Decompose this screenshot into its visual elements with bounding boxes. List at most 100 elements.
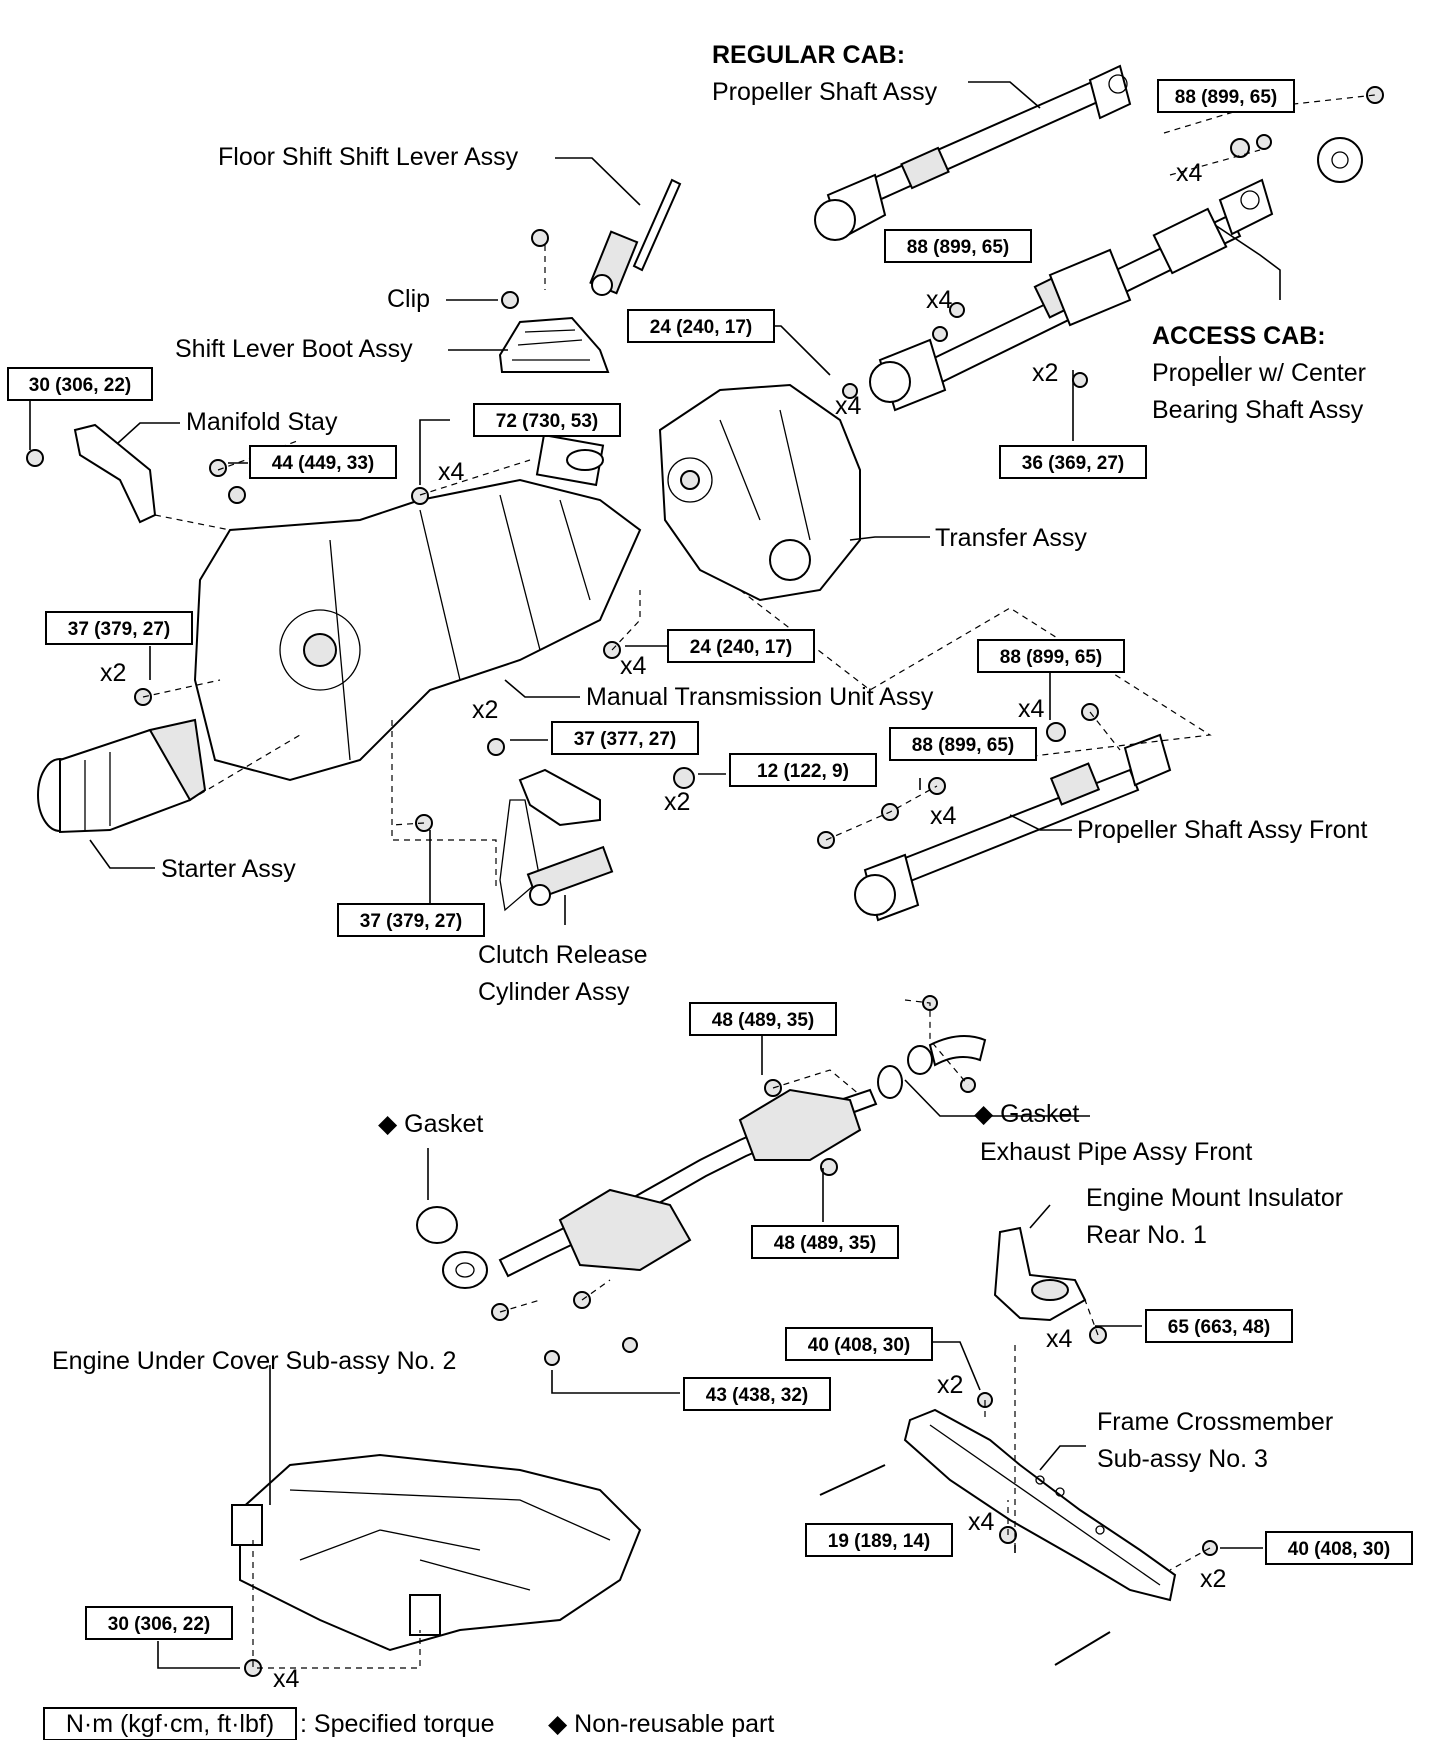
- floor-shift-lever: [589, 178, 682, 296]
- floor-shift-lever-label: Floor Shift Shift Lever Assy: [218, 143, 519, 171]
- legend: N·m (kgf·cm, ft·lbf) : Specified torque …: [43, 1707, 774, 1740]
- clip-label: Clip: [387, 285, 430, 313]
- torque-box: 24 (240, 17): [667, 629, 815, 663]
- frame-crossmember-part: [819, 1408, 1177, 1666]
- manifold-stay-label: Manifold Stay: [186, 408, 338, 436]
- torque-box: 44 (449, 33): [249, 445, 397, 479]
- torque-box: 88 (899, 65): [884, 229, 1032, 263]
- torque-value: 44 (449, 33): [272, 453, 374, 474]
- assembly-dashed-lines: [142, 94, 1376, 1669]
- torque-value: 43 (438, 32): [706, 1385, 808, 1406]
- torque-value: 72 (730, 53): [496, 411, 598, 432]
- quantity-label: x2: [1032, 359, 1058, 387]
- torque-box: 37 (377, 27): [551, 721, 699, 755]
- torque-value: 30 (306, 22): [29, 375, 131, 396]
- torque-value: 48 (489, 35): [774, 1233, 876, 1254]
- torque-box: 30 (306, 22): [85, 1606, 233, 1640]
- manifold-stay-part: [73, 423, 157, 524]
- torque-box: 88 (899, 65): [889, 727, 1037, 761]
- engine-mount-line1: Engine Mount Insulator: [1086, 1184, 1343, 1212]
- torque-box: 37 (379, 27): [45, 611, 193, 645]
- quantity-label: x4: [1176, 159, 1203, 187]
- frame-crossmember-line1: Frame Crossmember: [1097, 1408, 1333, 1436]
- regular-cab-propeller-shaft: [814, 64, 1132, 241]
- propeller-shaft-front-part: [854, 733, 1172, 922]
- quantity-label: x2: [472, 696, 498, 724]
- torque-box: 65 (663, 48): [1145, 1309, 1293, 1343]
- regular-cab-title: REGULAR CAB:: [712, 41, 905, 69]
- engine-mount-part: [993, 1226, 1087, 1322]
- torque-value: 24 (240, 17): [650, 317, 752, 338]
- clutch-release-line2: Cylinder Assy: [478, 978, 630, 1006]
- torque-box: 88 (899, 65): [977, 639, 1125, 673]
- shift-lever-boot-label: Shift Lever Boot Assy: [175, 335, 413, 363]
- gasket-right-label: ◆ Gasket: [974, 1100, 1079, 1128]
- transfer-assy-label: Transfer Assy: [935, 524, 1087, 552]
- torque-value: 12 (122, 9): [757, 761, 849, 782]
- quantity-label: x2: [937, 1371, 963, 1399]
- torque-box: 37 (379, 27): [337, 903, 485, 937]
- torque-value: 88 (899, 65): [1000, 647, 1102, 668]
- quantity-label: x4: [835, 392, 862, 420]
- access-cab-line1: Propeller w/ Center: [1152, 359, 1366, 387]
- torque-value: 88 (899, 65): [1175, 87, 1277, 108]
- quantity-label: x2: [100, 659, 126, 687]
- quantity-label: x4: [620, 652, 647, 680]
- transfer-case: [658, 383, 861, 602]
- exhaust-pipe-front-label: Exhaust Pipe Assy Front: [980, 1138, 1252, 1166]
- torque-box: 48 (489, 35): [689, 1002, 837, 1036]
- quantity-label: x4: [930, 802, 957, 830]
- torque-value: 19 (189, 14): [828, 1531, 930, 1552]
- legend-nonreusable-text: ◆ Non-reusable part: [548, 1710, 774, 1738]
- quantity-label: x4: [968, 1508, 995, 1536]
- access-cab-propeller-shaft: [869, 137, 1363, 412]
- torque-box: 43 (438, 32): [683, 1377, 831, 1411]
- regular-cab-shaft-label: Propeller Shaft Assy: [712, 78, 938, 106]
- legend-unit-text: : Specified torque: [300, 1710, 495, 1738]
- torque-box: 19 (189, 14): [805, 1523, 953, 1557]
- clutch-release-line1: Clutch Release: [478, 941, 648, 969]
- clutch-release-part: [499, 768, 614, 912]
- torque-value: 37 (377, 27): [574, 729, 676, 750]
- torque-value: 88 (899, 65): [912, 735, 1014, 756]
- starter-part: [37, 718, 207, 834]
- access-cab-line2: Bearing Shaft Assy: [1152, 396, 1364, 424]
- transmission-case: [193, 433, 642, 782]
- torque-box: 72 (730, 53): [473, 403, 621, 437]
- engine-under-cover-part: [231, 1453, 642, 1652]
- torque-box: 30 (306, 22): [7, 367, 153, 401]
- torque-box: 88 (899, 65): [1157, 79, 1295, 113]
- quantity-label: x4: [1046, 1325, 1073, 1353]
- torque-value: 88 (899, 65): [907, 237, 1009, 258]
- quantity-label: x4: [926, 286, 953, 314]
- starter-assy-label: Starter Assy: [161, 855, 296, 883]
- propeller-shaft-front-label: Propeller Shaft Assy Front: [1077, 816, 1367, 844]
- torque-box: 40 (408, 30): [1265, 1531, 1413, 1565]
- torque-value: 37 (379, 27): [360, 911, 462, 932]
- quantity-label: x4: [273, 1665, 300, 1693]
- torque-value: 24 (240, 17): [690, 637, 792, 658]
- torque-box: 48 (489, 35): [751, 1225, 899, 1259]
- torque-box: 12 (122, 9): [729, 753, 877, 787]
- torque-box: 24 (240, 17): [627, 309, 775, 343]
- torque-value: 48 (489, 35): [712, 1010, 814, 1031]
- quantity-label: x2: [1200, 1565, 1226, 1593]
- legend-unit-box-text: N·m (kgf·cm, ft·lbf): [66, 1710, 274, 1738]
- torque-value: 37 (379, 27): [68, 619, 170, 640]
- torque-value: 65 (663, 48): [1168, 1317, 1270, 1338]
- quantity-label: x4: [438, 458, 465, 486]
- engine-mount-line2: Rear No. 1: [1086, 1221, 1207, 1249]
- frame-crossmember-line2: Sub-assy No. 3: [1097, 1445, 1268, 1473]
- torque-value: 30 (306, 22): [108, 1614, 210, 1635]
- torque-value: 40 (408, 30): [1288, 1539, 1390, 1560]
- shift-lever-boot: [498, 316, 610, 373]
- manual-transmission-label: Manual Transmission Unit Assy: [586, 683, 934, 711]
- torque-box: 40 (408, 30): [785, 1327, 933, 1361]
- access-cab-title: ACCESS CAB:: [1152, 322, 1326, 350]
- quantity-label: x2: [664, 788, 690, 816]
- quantity-label: x4: [1018, 695, 1045, 723]
- engine-under-cover-label: Engine Under Cover Sub-assy No. 2: [52, 1347, 456, 1375]
- torque-value: 36 (369, 27): [1022, 453, 1124, 474]
- torque-value: 40 (408, 30): [808, 1335, 910, 1356]
